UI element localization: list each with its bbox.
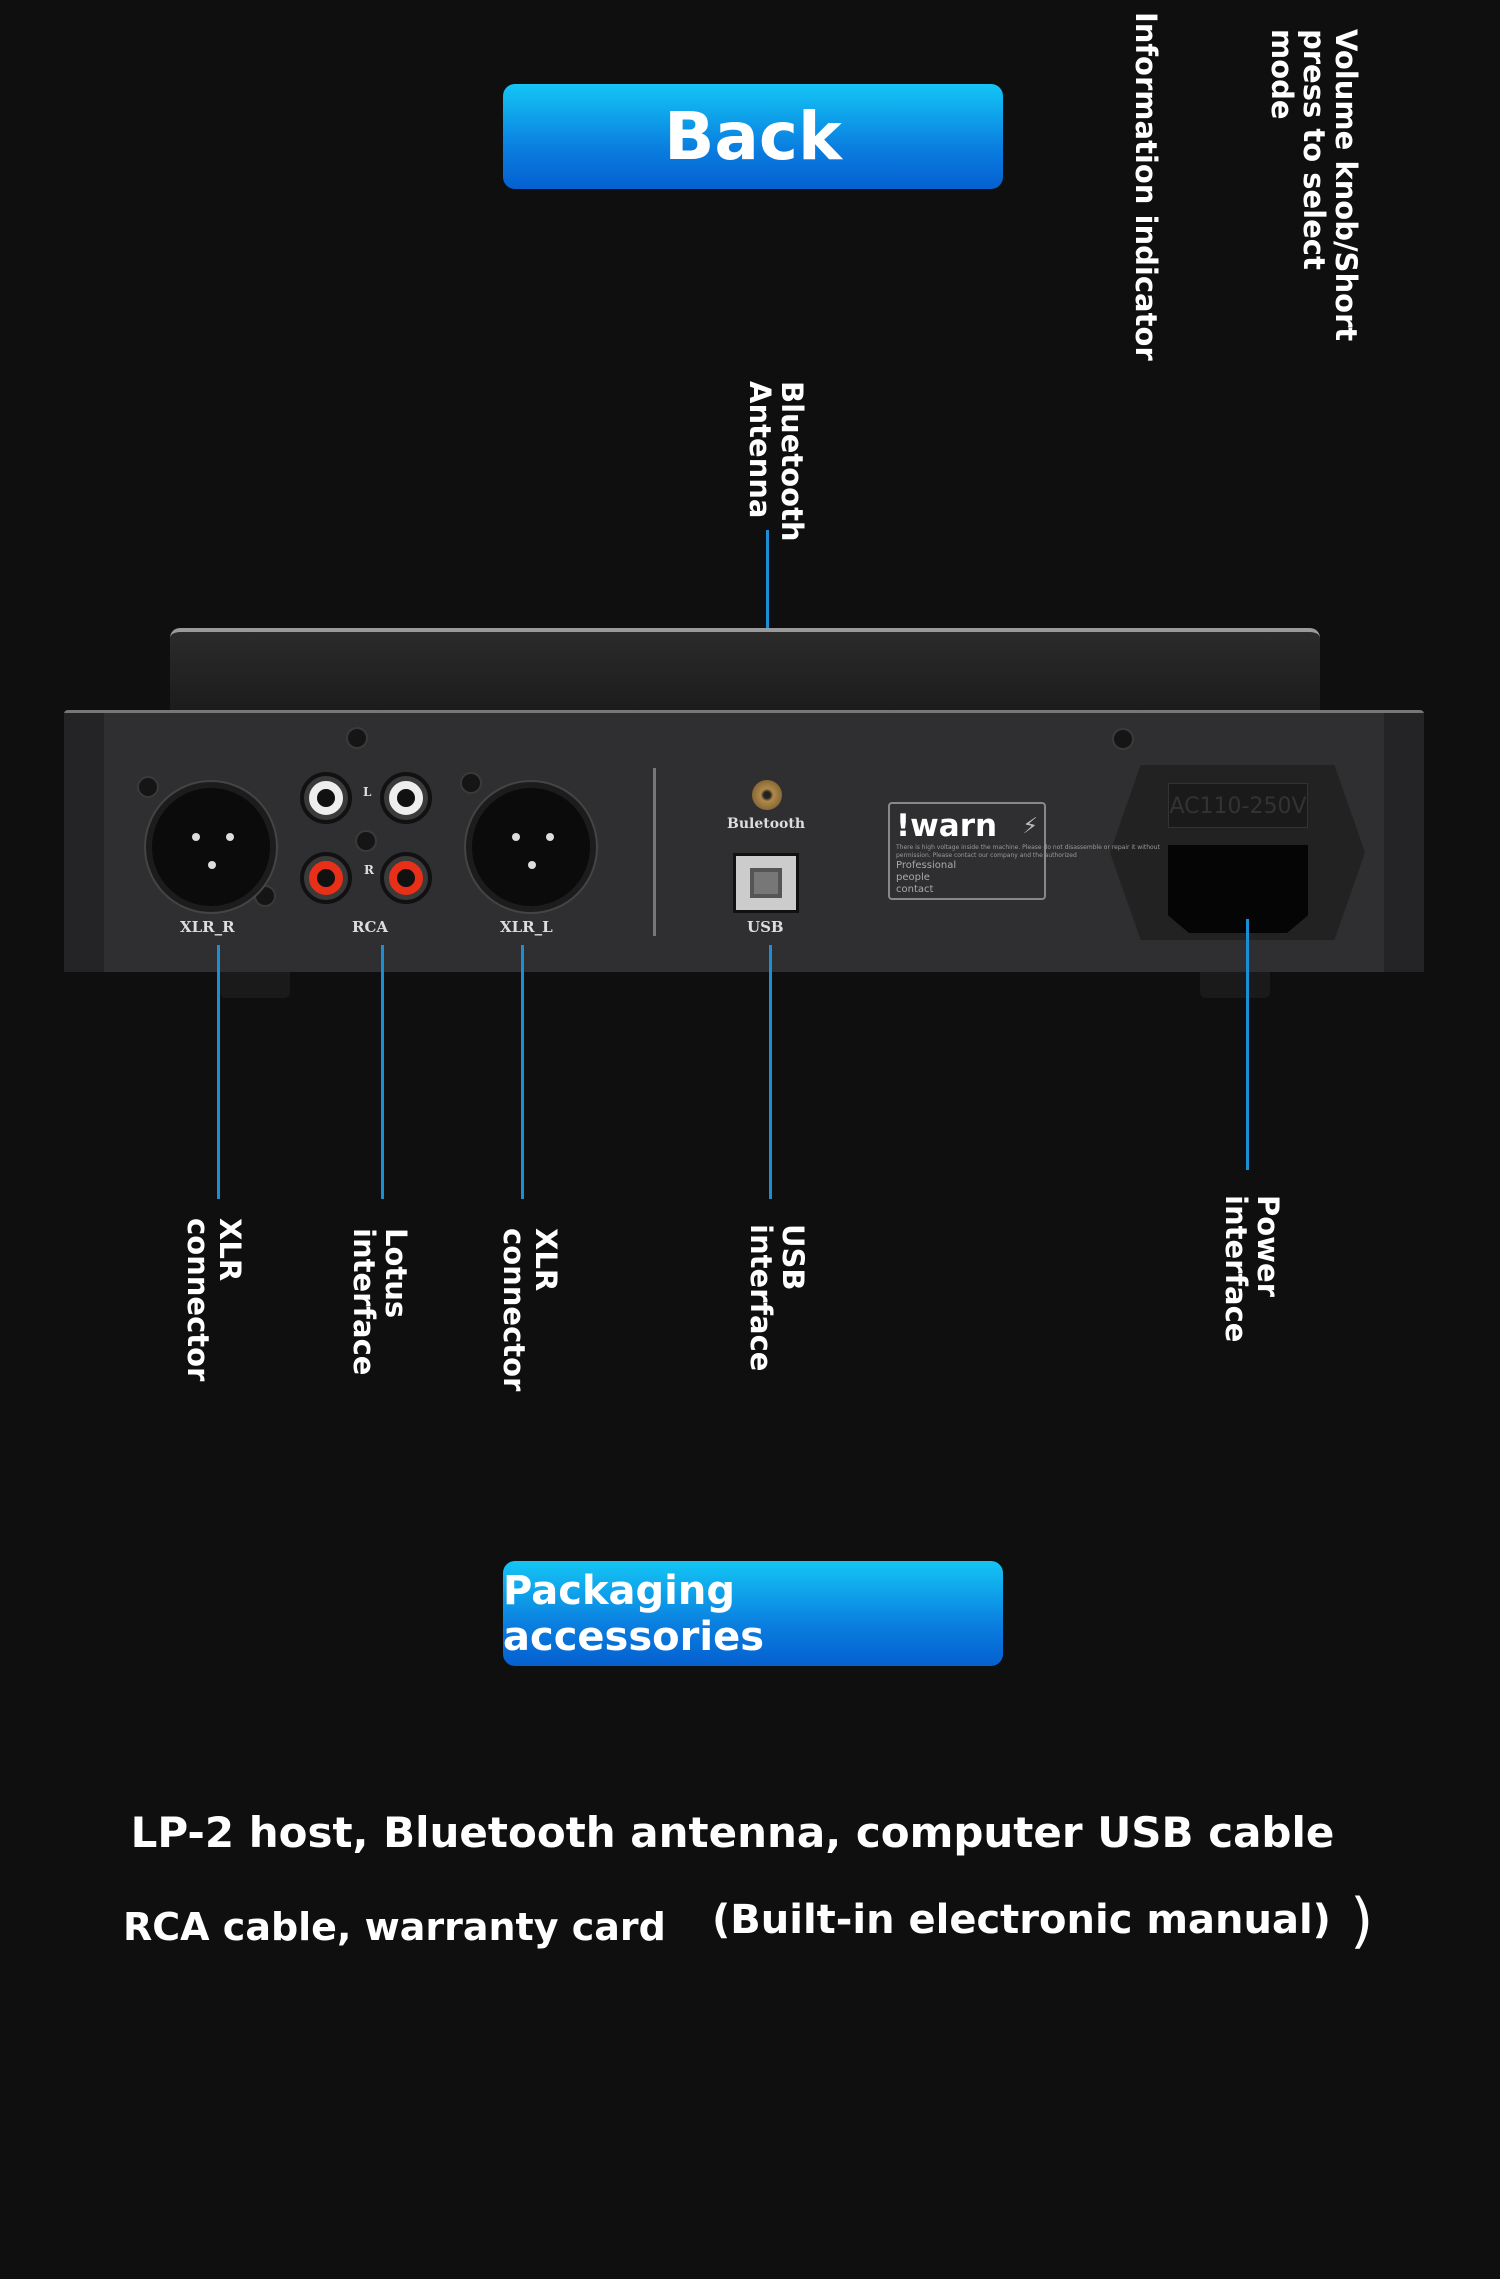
xlr-r-connector bbox=[146, 782, 276, 912]
usb-label: USB bbox=[747, 918, 784, 936]
rca-l-label: L bbox=[363, 785, 372, 799]
packaging-accessories-button[interactable]: Packaging accessories bbox=[503, 1561, 1003, 1666]
xlr-l-connector bbox=[466, 782, 596, 912]
callout-xlr-r-connector: XLR connector bbox=[181, 1218, 247, 1382]
panel-divider bbox=[653, 768, 656, 936]
accessories-line-1: LP-2 host, Bluetooth antenna, computer U… bbox=[130, 1808, 1335, 1857]
rca-label: RCA bbox=[352, 918, 389, 936]
xlr-l-label: XLR_L bbox=[500, 918, 553, 936]
rca-r-red-jack bbox=[380, 852, 432, 904]
device-top-cover bbox=[170, 628, 1320, 718]
callout-line-xlr-r bbox=[217, 945, 220, 1199]
callout-power-interface: Power interface bbox=[1219, 1195, 1285, 1343]
rca-l-white-jack bbox=[300, 772, 352, 824]
warning-title: !warn bbox=[896, 808, 998, 844]
foot bbox=[220, 972, 290, 998]
warning-body: There is high voltage inside the machine… bbox=[896, 844, 1160, 859]
callout-information-indicator: Information indicator bbox=[1129, 12, 1163, 361]
screw bbox=[254, 885, 276, 907]
callout-volume-knob: Volume knob/Short press to select mode bbox=[1265, 29, 1363, 342]
fuse-drawer: AC110-250V bbox=[1168, 783, 1308, 828]
screw bbox=[1112, 728, 1134, 750]
back-button[interactable]: Back bbox=[503, 84, 1003, 189]
screw bbox=[355, 830, 377, 852]
callout-line-lotus bbox=[381, 945, 384, 1199]
screw bbox=[460, 772, 482, 794]
warning-label: !warn ⚡ There is high voltage inside the… bbox=[888, 802, 1160, 900]
accessories-closing-paren: ) bbox=[1350, 1886, 1374, 1956]
callout-xlr-l-connector: XLR connector bbox=[497, 1228, 563, 1392]
rca-r-label: R bbox=[364, 863, 374, 877]
rca-l-white-jack bbox=[380, 772, 432, 824]
callout-bluetooth-antenna: Bluetooth Antenna bbox=[743, 381, 809, 542]
callout-line-usb bbox=[769, 945, 772, 1199]
accessories-line-2b: (Built-in electronic manual) bbox=[712, 1897, 1331, 1943]
bluetooth-label: Buletooth bbox=[727, 816, 806, 832]
rca-r-red-jack bbox=[300, 852, 352, 904]
right-side-panel bbox=[1384, 713, 1424, 972]
accessories-line-2a: RCA cable, warranty card bbox=[123, 1905, 666, 1949]
screw bbox=[346, 727, 368, 749]
callout-line-xlr-l bbox=[521, 945, 524, 1199]
xlr-r-label: XLR_R bbox=[180, 918, 235, 936]
screw bbox=[137, 776, 159, 798]
iec-power-socket bbox=[1168, 845, 1308, 933]
high-voltage-icon: ⚡ bbox=[1022, 813, 1038, 839]
foot bbox=[1200, 972, 1270, 998]
callout-usb-interface: USB interface bbox=[744, 1224, 810, 1372]
callout-lotus-interface: Lotus interface bbox=[347, 1228, 413, 1376]
usb-b-port bbox=[733, 853, 799, 913]
left-side-panel bbox=[64, 713, 104, 972]
warning-footer: Professional people contact bbox=[896, 860, 957, 895]
bluetooth-antenna-connector bbox=[752, 780, 782, 810]
callout-line-power bbox=[1246, 919, 1249, 1170]
